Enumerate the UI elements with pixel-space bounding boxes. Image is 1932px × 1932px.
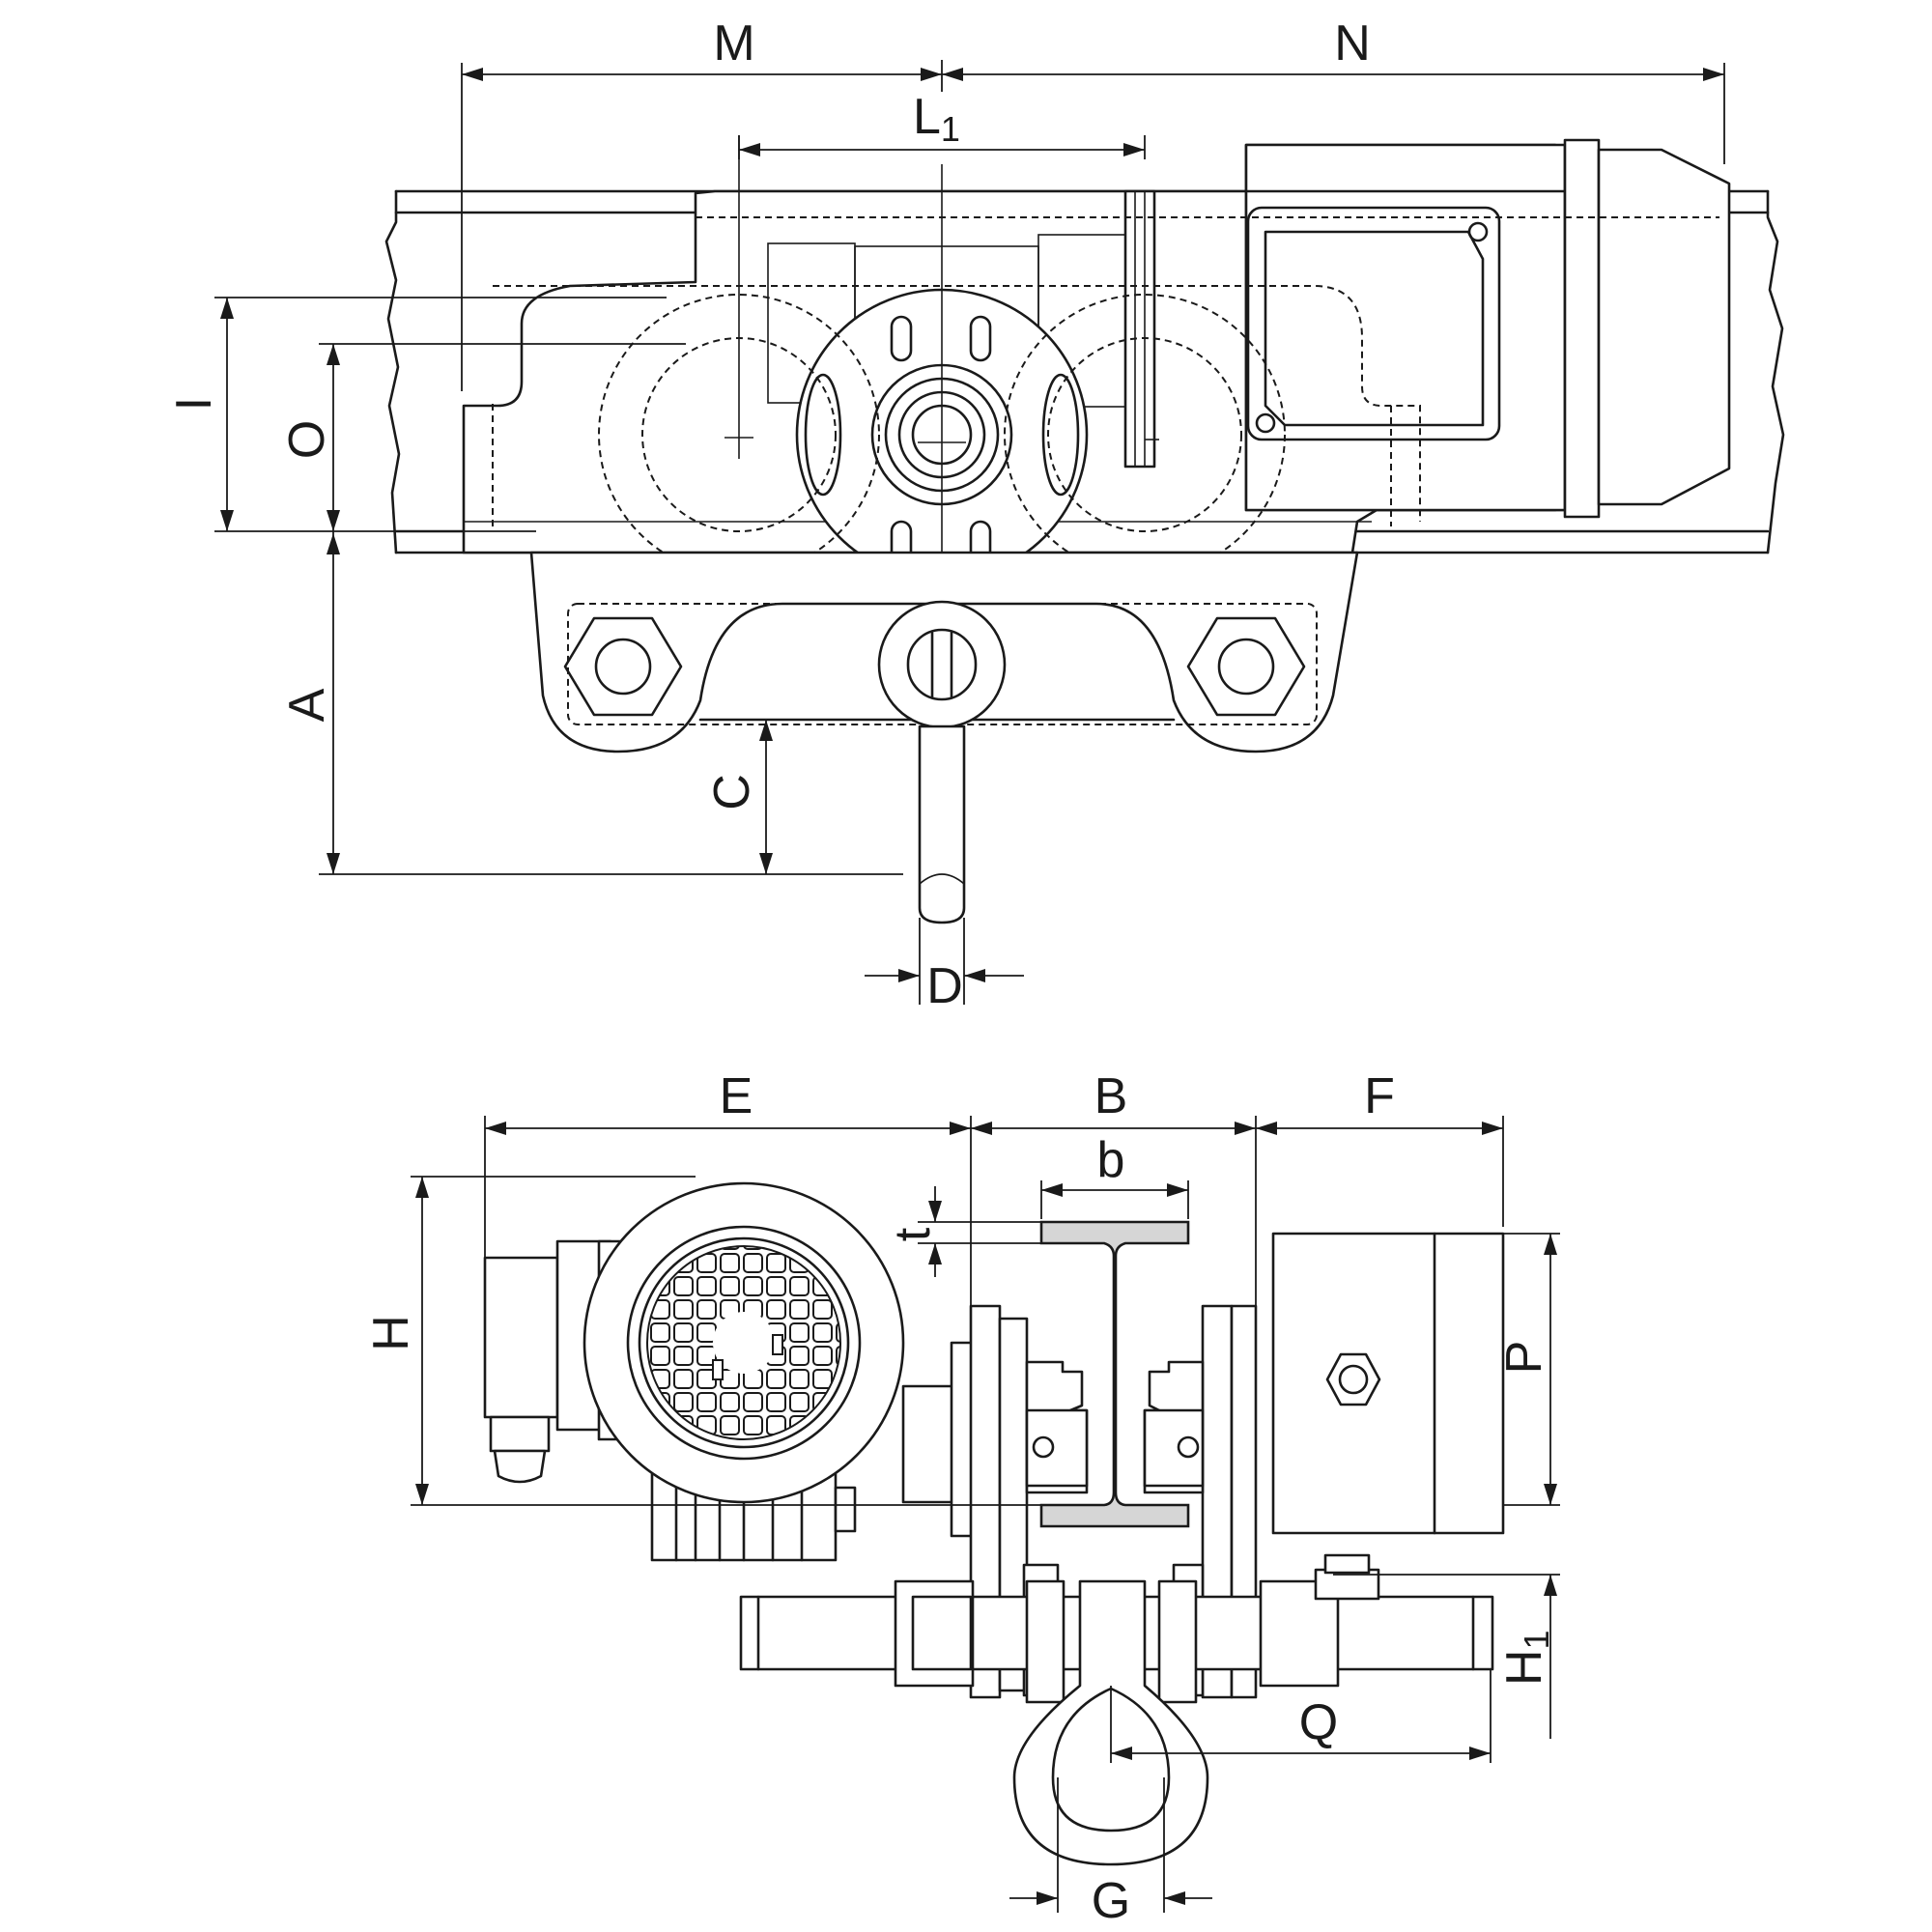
label-h1: H1	[1496, 1630, 1556, 1686]
hidden-wheels	[492, 135, 1719, 576]
label-t: t	[885, 1227, 941, 1241]
dimension-p: P	[1496, 1233, 1560, 1506]
label-g: G	[1092, 1873, 1130, 1929]
label-q: Q	[1299, 1694, 1338, 1750]
front-view: E B F b t	[363, 1068, 1560, 1929]
terminal-box-cover	[1246, 206, 1501, 441]
side-plate	[529, 551, 1359, 924]
label-a: A	[279, 688, 335, 722]
dimension-e-b-f: E B F	[484, 1068, 1504, 1306]
label-c: C	[704, 774, 760, 810]
label-e: E	[720, 1068, 753, 1124]
coupling-flange	[1123, 189, 1156, 469]
label-n: N	[1334, 15, 1371, 71]
suspension-rod	[918, 724, 966, 924]
label-i: I	[166, 397, 222, 411]
dimension-m-n: M N	[461, 15, 1725, 391]
gearbox-housing	[1271, 1232, 1505, 1535]
drive-motor-front	[483, 1181, 958, 1562]
label-b: B	[1094, 1068, 1128, 1124]
dimension-t: t	[885, 1186, 1041, 1277]
label-d: D	[926, 958, 963, 1014]
label-b-flange: b	[1097, 1132, 1125, 1188]
dimension-i: I	[166, 297, 667, 532]
dimension-l1: L1	[738, 89, 1146, 159]
label-h: H	[363, 1315, 419, 1351]
side-view: M N L1 I O	[166, 15, 1785, 1014]
dimension-o: O	[279, 343, 686, 531]
label-o: O	[279, 420, 335, 459]
dimension-a: A	[279, 531, 903, 875]
dimension-h1: H1	[1333, 1574, 1560, 1763]
label-l1: L1	[913, 89, 960, 149]
dimension-b-flange: b	[1040, 1132, 1189, 1219]
dimension-q: Q	[1110, 1686, 1491, 1763]
label-f: F	[1364, 1068, 1395, 1124]
label-m: M	[713, 15, 754, 71]
label-p: P	[1496, 1341, 1552, 1375]
dimension-d: D	[865, 918, 1024, 1014]
dimension-c: C	[704, 720, 773, 874]
dimension-h: H	[363, 1176, 1053, 1506]
suspension-eye	[877, 600, 1007, 729]
rail-beam-section	[1039, 1220, 1190, 1528]
dimension-g: G	[1009, 1777, 1212, 1929]
drive-gear-rosette	[795, 164, 1089, 582]
drive-motor-side	[1244, 138, 1731, 519]
